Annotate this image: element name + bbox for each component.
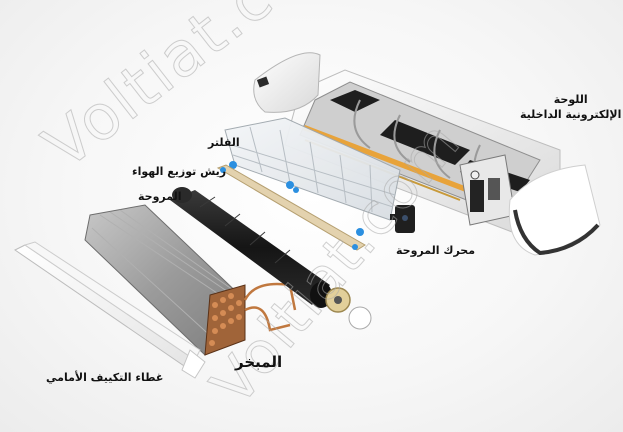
filter-panel xyxy=(224,117,401,236)
label-louvers: ريش توزيع الهواء xyxy=(132,165,227,178)
label-fan-motor: محرك المروحة xyxy=(396,244,476,257)
label-control-board-line2: الإلكترونية الداخلية xyxy=(520,108,622,121)
fan-motor xyxy=(390,205,415,233)
label-control-board-line1: اللوحة xyxy=(553,93,588,106)
label-front-cover: غطاء التكييف الأمامي xyxy=(46,371,164,384)
label-fan: المروحة xyxy=(138,190,182,203)
fan-bearing xyxy=(325,287,372,330)
right-side-cap xyxy=(508,164,601,256)
label-filter: الفلتر xyxy=(208,136,240,149)
label-evaporator: المبخر xyxy=(235,353,283,371)
label-control-board: اللوحة الإلكترونية الداخلية xyxy=(520,92,621,122)
front-cover xyxy=(14,241,206,379)
evaporator xyxy=(84,204,297,356)
louver-strip xyxy=(216,164,366,251)
side-end-cap xyxy=(253,52,321,113)
